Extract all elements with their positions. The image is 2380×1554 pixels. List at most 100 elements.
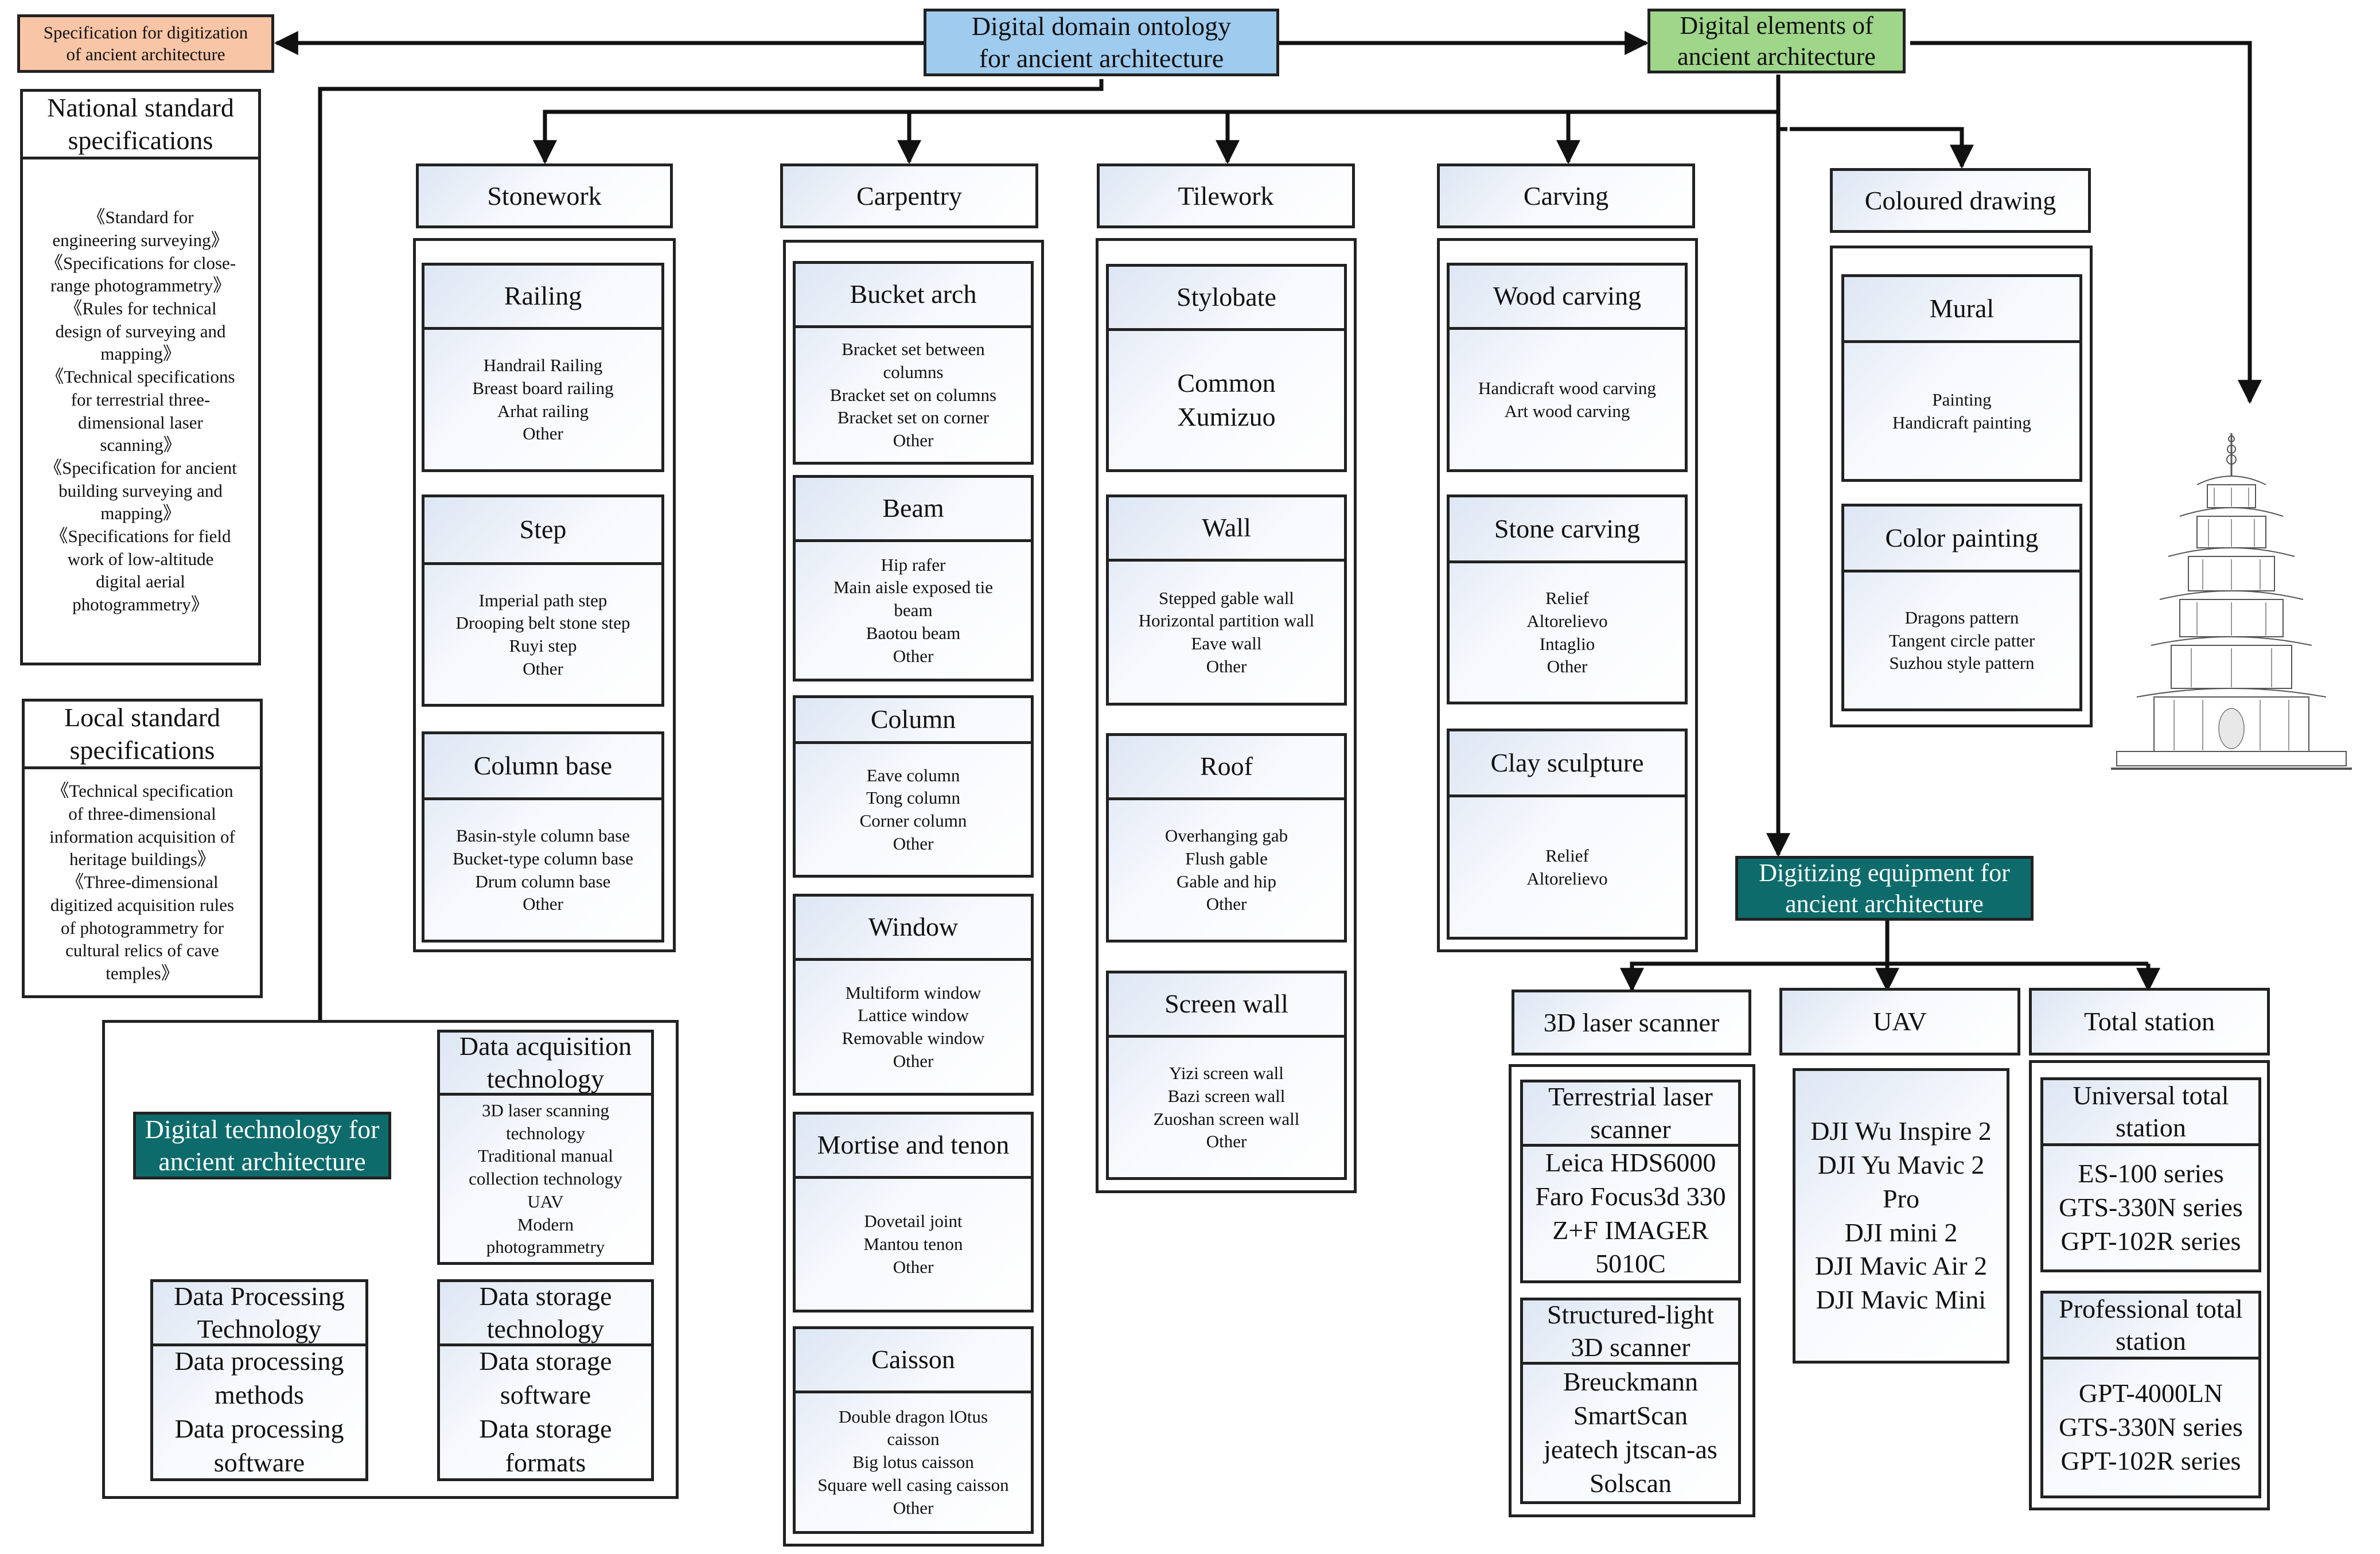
- card-body: Relief Altorelievo: [1450, 797, 1685, 937]
- coloured-drawing-header: Coloured drawing: [1830, 168, 2091, 233]
- list-item: Modern photogrammetry: [486, 1214, 605, 1257]
- list-item: Traditional manual collection technology: [469, 1146, 622, 1189]
- list-item: Handicraft wood carving: [1478, 377, 1656, 398]
- list-item: Double dragon lOtus caisson: [838, 1406, 988, 1450]
- list-item: Dragons pattern: [1904, 607, 2019, 628]
- list-item: Bracket set on columns: [829, 384, 997, 405]
- list-item: jeatech jtscan-as: [1544, 1435, 1717, 1464]
- card-title: Beam: [796, 478, 1031, 542]
- structured-light-scanner-card: Structured-light 3D scanner Breuckmann S…: [1520, 1298, 1741, 1504]
- card-body: Eave column Tong column Corner column Ot…: [796, 744, 1031, 875]
- professional-total-station-card: Professional total station GPT-4000LN GT…: [2040, 1291, 2261, 1498]
- list-item: Relief: [1545, 845, 1589, 866]
- list-item: Ruyi step: [509, 636, 577, 656]
- card-title: Terrestrial laser scanner: [1523, 1082, 1738, 1147]
- list-item: Bracket set on corner: [837, 407, 990, 428]
- card-body: Handicraft wood carving Art wood carving: [1450, 330, 1685, 469]
- carving-header: Carving: [1437, 163, 1695, 228]
- list-item: Lattice window: [858, 1005, 969, 1026]
- caisson-card: Caisson Double dragon lOtus caisson Big …: [793, 1326, 1034, 1534]
- list-item: GPT-102R series: [2060, 1226, 2241, 1256]
- list-item: Z+F IMAGER 5010C: [1552, 1215, 1709, 1279]
- list-item: Data processing methods: [174, 1346, 344, 1410]
- railing-card: Railing Handrail Railing Breast board ra…: [422, 263, 664, 472]
- list-item: 3D laser scanning technology: [481, 1100, 610, 1143]
- list-item: Zuoshan screen wall: [1153, 1108, 1300, 1129]
- list-item: Hip rafer: [881, 554, 946, 575]
- stone-carving-card: Stone carving Relief Altorelievo Intagli…: [1447, 494, 1688, 704]
- list-item: Other: [893, 1497, 934, 1518]
- list-item: Other: [893, 833, 934, 854]
- list-item: Faro Focus3d 330: [1535, 1181, 1726, 1211]
- card-body: Common Xumizuo: [1177, 368, 1276, 431]
- list-item: Square well casing caisson: [817, 1474, 1009, 1495]
- card-title: Bucket arch: [796, 264, 1031, 328]
- list-item: Multiform window: [845, 982, 981, 1003]
- card-body: Yizi screen wall Bazi screen wall Zuosha…: [1109, 1038, 1344, 1177]
- list-item: 《Specification for ancient building surv…: [44, 457, 237, 524]
- card-body: Dovetail joint Mantou tenon Other: [796, 1179, 1031, 1310]
- list-item: DJI mini 2: [1844, 1217, 1958, 1247]
- list-item: Breast board railing: [472, 377, 614, 398]
- list-item: Other: [523, 894, 563, 914]
- list-item: Drooping belt stone step: [455, 613, 630, 633]
- card-body: Leica HDS6000 Faro Focus3d 330 Z+F IMAGE…: [1523, 1147, 1738, 1280]
- card-body: Overhanging gab Flush gable Gable and hi…: [1109, 800, 1344, 940]
- list-item: Yizi screen wall: [1169, 1063, 1284, 1084]
- list-item: Drum column base: [475, 871, 611, 891]
- data-acquisition-card: Data acquisition technology 3D laser sca…: [437, 1030, 654, 1265]
- carpentry-header: Carpentry: [780, 163, 1038, 228]
- list-item: UAV: [527, 1191, 564, 1212]
- list-item: GTS-330N series: [2059, 1412, 2243, 1442]
- list-item: DJI Yu Mavic 2 Pro: [1817, 1150, 1985, 1213]
- card-title: Mortise and tenon: [796, 1115, 1031, 1179]
- list-item: Other: [1547, 656, 1588, 677]
- list-item: GPT-102R series: [2060, 1446, 2241, 1475]
- list-item: Altorelievo: [1526, 610, 1608, 631]
- card-title: Professional total station: [2043, 1294, 2258, 1360]
- list-item: DJI Mavic Air 2: [1814, 1251, 1988, 1281]
- card-title: Column base: [424, 734, 661, 800]
- card-body: Basin-style column base Bucket-type colu…: [424, 800, 661, 940]
- national-standard-title: National standard specifications: [23, 92, 258, 159]
- list-item: Tangent circle patter: [1888, 630, 2035, 651]
- step-card: Step Imperial path step Drooping belt st…: [422, 494, 664, 707]
- card-body: GPT-4000LN GTS-330N series GPT-102R seri…: [2043, 1360, 2258, 1495]
- bucket-arch-card: Bucket arch Bracket set between columns …: [793, 261, 1034, 465]
- list-item: Breuckmann SmartScan: [1563, 1367, 1699, 1431]
- card-body: Stepped gable wall Horizontal partition …: [1109, 562, 1344, 703]
- universal-total-station-card: Universal total station ES-100 series GT…: [2040, 1077, 2261, 1272]
- mural-card: Mural Painting Handicraft painting: [1841, 274, 2082, 482]
- list-item: Big lotus caisson: [852, 1452, 974, 1473]
- list-item: Arhat railing: [497, 400, 589, 421]
- list-item: Other: [523, 658, 563, 679]
- laser-scanner-header: 3D laser scanner: [1512, 990, 1751, 1056]
- national-standard-list: 《Standard for engineering surveying》 《Sp…: [23, 159, 258, 663]
- card-title: Data storage technology: [440, 1282, 651, 1346]
- card-title: Structured-light 3D scanner: [1523, 1300, 1738, 1365]
- stonework-header: Stonework: [416, 163, 673, 228]
- local-standard-title: Local standard specifications: [25, 702, 260, 769]
- beam-card: Beam Hip rafer Main aisle exposed tie be…: [793, 475, 1034, 681]
- card-title: Mural: [1844, 277, 2079, 343]
- card-title: Color painting: [1844, 507, 2079, 572]
- card-title: Column: [796, 698, 1031, 744]
- list-item: Other: [1206, 1131, 1247, 1152]
- list-item: Data storage formats: [479, 1414, 612, 1477]
- card-body: Bracket set between columns Bracket set …: [796, 328, 1031, 462]
- main-ontology-node: Digital domain ontology for ancient arch…: [924, 9, 1279, 76]
- card-body: Data processing methods Data processing …: [153, 1346, 365, 1478]
- card-body: Relief Altorelievo Intaglio Other: [1450, 563, 1685, 702]
- tilework-header: Tilework: [1097, 163, 1355, 228]
- list-item: Other: [523, 423, 563, 444]
- list-item: DJI Wu Inspire 2: [1810, 1116, 1992, 1146]
- list-item: Flush gable: [1185, 848, 1268, 868]
- list-item: 《Technical specifications for terrestria…: [46, 367, 235, 455]
- list-item: Corner column: [859, 811, 967, 831]
- national-standard-panel: National standard specifications 《Standa…: [20, 89, 261, 665]
- digital-elements-node: Digital elements of ancient architecture: [1647, 9, 1906, 73]
- card-title: Step: [424, 497, 661, 565]
- list-item: Art wood carving: [1504, 400, 1630, 421]
- data-processing-card: Data Processing Technology Data processi…: [150, 1279, 368, 1481]
